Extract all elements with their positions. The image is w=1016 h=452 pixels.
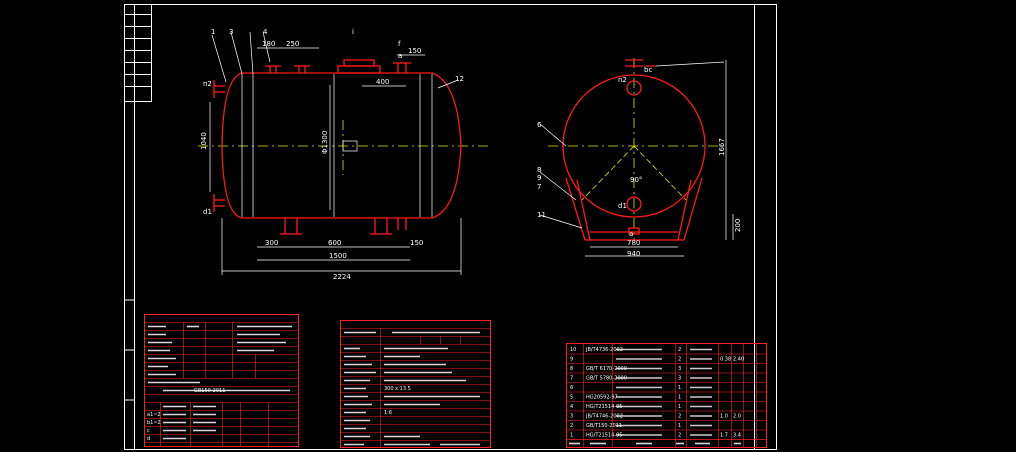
parts-cell-no: 5 xyxy=(570,395,573,401)
parts-cell-code: JB/T4746-2002 xyxy=(585,414,623,420)
saddle-supports xyxy=(280,218,407,235)
parts-cell-no: 9 xyxy=(570,357,573,363)
parts-cell-no: 6 xyxy=(570,385,573,391)
nozzle-label-n2: n2 xyxy=(203,80,212,88)
side-dim-angle: 90° xyxy=(630,176,642,184)
parts-cell-no: 3 xyxy=(570,414,573,420)
parts-cell-code: HG/T21514-95 xyxy=(586,404,622,410)
parts-cell-weight-1: 1.7 xyxy=(720,433,728,439)
parts-cell-qty: 2 xyxy=(678,414,681,420)
parts-cell-no: 4 xyxy=(570,404,573,410)
dim-inner-diameter: Φ1300 xyxy=(321,131,329,154)
side-nozzle-label-a: a xyxy=(629,230,633,238)
dim-bottom-d: 1500 xyxy=(329,252,347,260)
parts-cell-qty: 3 xyxy=(678,366,681,372)
parts-cell-code: JB/T4736-2002 xyxy=(585,347,623,353)
front-dimension-lines xyxy=(209,31,462,275)
parts-cell-no: 1 xyxy=(570,433,573,439)
design-data-table: 300 x 13.5 1:6 xyxy=(340,320,491,448)
top-nozzles xyxy=(265,59,411,74)
dim-top-b: 250 xyxy=(286,40,299,48)
parts-cell-qty: 2 xyxy=(678,347,681,353)
dim-top-d: 400 xyxy=(376,78,389,86)
side-angle-line-right xyxy=(633,145,687,201)
leader-label-i: i xyxy=(352,28,354,36)
dim-top-c: 150 xyxy=(408,47,421,55)
dim-overall: 2224 xyxy=(333,273,351,281)
side-angle-line-left xyxy=(581,145,635,201)
dim-bottom-a: 300 xyxy=(265,239,278,247)
dim-top-a: 180 xyxy=(262,40,275,48)
leader-label-1: 1 xyxy=(211,28,215,36)
side-leader-8: 8 xyxy=(537,166,541,174)
nozzle-row-3-id: c xyxy=(147,428,150,434)
parts-cell-code: HG/T21514-95 xyxy=(586,433,622,439)
leader-label-3: 3 xyxy=(229,28,233,36)
parts-cell-qty: 2 xyxy=(678,433,681,439)
vessel-body xyxy=(221,72,462,219)
parts-cell-no: 7 xyxy=(570,376,573,382)
side-dim-height: 1667 xyxy=(718,138,726,156)
side-nozzles xyxy=(213,80,225,212)
parts-cell-weight-2: 3.4 xyxy=(733,433,741,439)
parts-cell-code: GB/T150-2011 xyxy=(586,423,622,429)
parts-cell-no: 2 xyxy=(570,423,573,429)
parts-cell-code: GB/T 6170-2000 xyxy=(586,366,627,372)
parts-cell-weight-1: 1.0 xyxy=(720,414,728,420)
nozzle-label-f: f xyxy=(398,40,401,48)
side-dimension-lines xyxy=(539,60,734,257)
parts-cell-no: 8 xyxy=(570,366,573,372)
parts-cell-qty: 3 xyxy=(678,376,681,382)
side-nozzle-label-d1: d1 xyxy=(618,202,627,210)
design-value-1: 300 x 13.5 xyxy=(384,386,411,392)
front-view: 1 3 4 i a f n2 d1 12 180 250 150 400 104… xyxy=(198,28,490,281)
nozzle-row-4-id: d xyxy=(147,436,150,442)
technical-data-table: GB150-2011 a1~2 b1~2 c d xyxy=(144,314,299,447)
side-dim-saddle-height: 200 xyxy=(734,219,742,232)
drawing-frame xyxy=(124,4,777,450)
nozzle-label-a: a xyxy=(398,52,402,60)
dim-bottom-b: 600 xyxy=(328,239,341,247)
side-leader-7: 7 xyxy=(537,183,541,191)
parts-cell-qty: 1 xyxy=(678,423,681,429)
side-saddle xyxy=(565,177,703,241)
side-leader-11: 11 xyxy=(537,211,546,219)
side-dim-saddle-outer: 940 xyxy=(627,250,640,258)
parts-cell-code: HG20592-97 xyxy=(586,395,618,401)
side-leader-9: 9 xyxy=(537,174,541,182)
nozzle-label-d1: d1 xyxy=(203,208,212,216)
parts-cell-weight-1: 0.38 xyxy=(720,357,731,363)
parts-cell-weight-2: 2.0 xyxy=(733,414,741,420)
parts-cell-code: GB/T 5780-2000 xyxy=(586,376,627,382)
side-dim-saddle-inner: 780 xyxy=(627,239,640,247)
design-value-2: 1:6 xyxy=(384,410,392,416)
parts-cell-qty: 2 xyxy=(678,357,681,363)
side-nozzle-label-bc: bc xyxy=(644,66,652,74)
dim-height: 1040 xyxy=(200,132,208,150)
nozzle-row-2-id: b1~2 xyxy=(147,420,161,426)
parts-cell-qty: 1 xyxy=(678,385,681,391)
parts-cell-qty: 1 xyxy=(678,404,681,410)
nozzle-row-1-id: a1~2 xyxy=(147,412,161,418)
parts-cell-weight-2: 2.40 xyxy=(733,357,744,363)
side-leader-6: 6 xyxy=(537,121,542,129)
side-nozzle-label-n2: n2 xyxy=(618,76,627,84)
dim-bottom-c: 150 xyxy=(410,239,423,247)
side-vessel xyxy=(562,59,706,218)
leader-label-12: 12 xyxy=(455,75,464,83)
parts-cell-no: 10 xyxy=(570,347,576,353)
side-view: n2 bc d1 a 6 8 9 7 11 1667 90° 780 940 2… xyxy=(537,58,742,258)
parts-cell-qty: 1 xyxy=(678,395,681,401)
tech-spec-line: GB150-2011 xyxy=(194,388,225,394)
leader-label-4: 4 xyxy=(263,28,268,36)
